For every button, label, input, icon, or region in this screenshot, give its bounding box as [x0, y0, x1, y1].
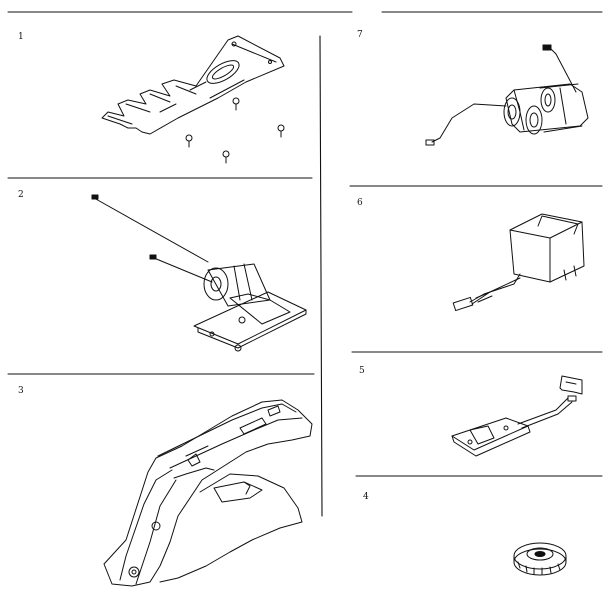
screw-icons	[186, 98, 284, 163]
battery-pack-icon	[426, 45, 588, 145]
part-label-7: 7	[357, 30, 363, 40]
blade-plate-icon	[102, 36, 284, 163]
switch-icon	[452, 376, 582, 456]
separator-lines	[8, 12, 602, 516]
motor-assembly-icon	[92, 195, 306, 351]
part-label-4: 4	[363, 492, 369, 502]
part-label-5: 5	[359, 366, 365, 376]
gear-icon	[514, 543, 566, 575]
part-label-1: 1	[18, 32, 24, 42]
part-label-2: 2	[18, 190, 24, 200]
charger-icon	[453, 214, 584, 311]
part-label-6: 6	[357, 198, 363, 208]
housing-icon	[104, 400, 312, 586]
part-label-3: 3	[18, 386, 24, 396]
